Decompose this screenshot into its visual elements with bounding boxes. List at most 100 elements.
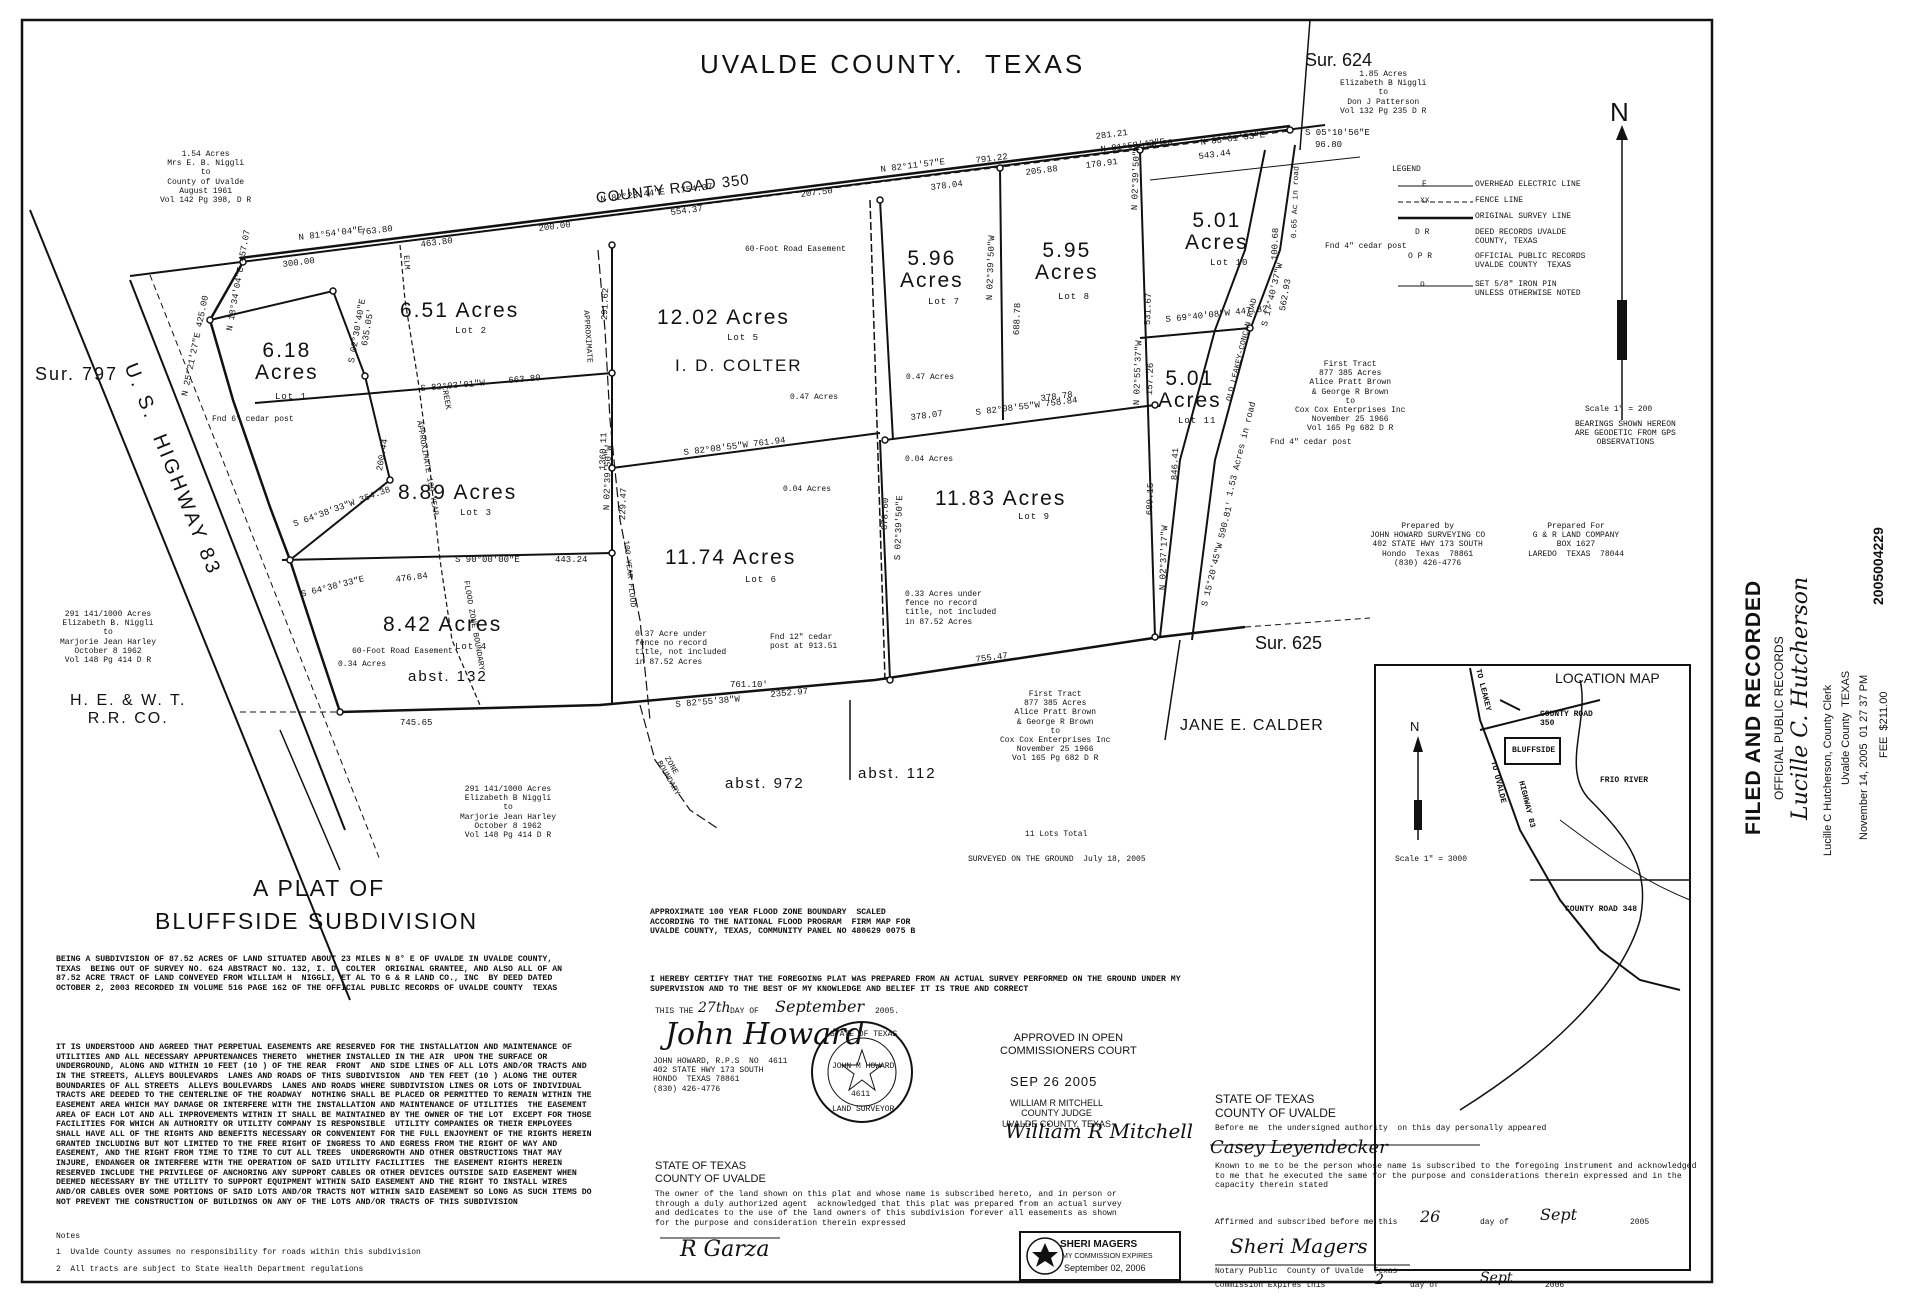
niggli-topright-tract: 1.85 Acres Elizabeth B Niggli to Don J P…	[1340, 70, 1427, 116]
fnd-6-cedar-post: Fnd 6" cedar post	[212, 415, 294, 424]
lot2-lot3-line	[254, 372, 613, 404]
affirmed-day: 26	[1420, 1207, 1441, 1226]
this-day-prefix: THIS THE	[655, 1007, 694, 1016]
recording-county: Uvalde County TEXAS	[1840, 670, 1852, 785]
first-tract-bottom: First Tract 877 385 Acres Alice Pratt Br…	[1000, 690, 1111, 764]
niggli-left-tract: 291 141/1000 Acres Elizabeth B. Niggli t…	[60, 610, 157, 665]
flood-note: APPROXIMATE 100 YEAR FLOOD ZONE BOUNDARY…	[650, 908, 921, 937]
notes-title: Notes	[56, 1232, 81, 1241]
prepared-for: Prepared For G & R LAND COMPANY BOX 1627…	[1528, 522, 1625, 559]
lot5-lot6-line	[611, 432, 881, 469]
north-arrow	[1616, 125, 1628, 420]
notary-known-text: Known to me to be the person whose name …	[1215, 1162, 1702, 1191]
lot5-lot7-line	[879, 199, 894, 441]
lot2-acres: 6.51 Acres	[400, 299, 520, 322]
bearing-label: 443.24	[555, 555, 588, 565]
lot3-label: Lot 3	[460, 508, 493, 518]
fence-037-note: 0.37 Acre under fence no record title, n…	[635, 630, 727, 667]
lot10-acres: 5.01 Acres	[1185, 209, 1249, 255]
survey-line-southwest	[279, 729, 341, 871]
location-map-north: N	[1410, 719, 1420, 734]
legend-symbol: E	[1422, 180, 1427, 189]
fnd-4-cedar-post-bottom: Fnd 4" cedar post	[1270, 438, 1352, 447]
recording-fee: FEE $211.00	[1878, 691, 1890, 758]
fnd-12-cedar-post: Fnd 12" cedar post at 913.51	[770, 633, 838, 652]
court-approved: APPROVED IN OPEN COMMISSIONERS COURT	[1000, 1032, 1137, 1057]
acres-004-left: 0.04 Acres	[783, 485, 832, 494]
lot11-label: Lot 11	[1178, 416, 1217, 426]
location-map-bluffside: BLUFFSIDE	[1512, 746, 1556, 755]
survey-797-label: Sur. 797	[35, 364, 119, 384]
affirmed-mid: day of	[1480, 1218, 1509, 1227]
official-public-records: OFFICIAL PUBLIC RECORDS	[1772, 636, 1786, 800]
county-judge: WILLIAM R MITCHELL COUNTY JUDGE UVALDE C…	[1002, 1098, 1112, 1129]
highway-83-east-line	[129, 279, 346, 831]
road-easement-top: 60-Foot Road Easement	[745, 245, 846, 254]
lot1-label: Lot 1	[275, 392, 308, 402]
legend-item: ORIGINAL SURVEY LINE	[1475, 212, 1572, 221]
notary-stamp-line2: MY COMMISSION EXPIRES	[1062, 1253, 1153, 1260]
seal-number-text: 4611	[851, 1090, 871, 1099]
abst-112-label: abst. 112	[858, 765, 937, 782]
lot7-acres: 5.96 Acres	[900, 247, 964, 293]
surveyor-certify: I HEREBY CERTIFY THAT THE FOREGOING PLAT…	[650, 975, 1186, 994]
colter-label: I. D. COLTER	[675, 356, 803, 375]
abst-972-label: abst. 972	[725, 775, 805, 792]
lot6-label: Lot 6	[745, 575, 778, 585]
survey-line-625	[1164, 639, 1181, 741]
legend-item: DEED RECORDS UVALDE COUNTY, TEXAS	[1475, 228, 1567, 247]
lot3-acres: 8.89 Acres	[398, 481, 518, 504]
expires-day: 2	[1375, 1272, 1384, 1288]
legend-item: SET 5/8" IRON PIN UNLESS OTHERWISE NOTED	[1475, 280, 1581, 299]
lot1-east-line	[209, 289, 391, 481]
bearing-label: 157.26	[1145, 362, 1157, 396]
note-item: 1 Uvalde County assumes no responsibilit…	[56, 1248, 421, 1257]
acres-047-left: 0.47 Acres	[790, 393, 839, 402]
survey-line-top	[129, 124, 1326, 277]
bearing-label: 745.65	[400, 718, 433, 728]
seal-bottom-text: LAND SURVEYOR	[832, 1105, 895, 1114]
expires-prefix: Commission Expires this	[1215, 1281, 1326, 1290]
legend-title: LEGEND	[1392, 165, 1421, 174]
surveyor-seal	[811, 1021, 913, 1123]
note-item: 2 All tracts are subject to State Health…	[56, 1265, 364, 1274]
legend-symbol: D R	[1415, 228, 1430, 237]
bearing-label: 96.80	[1315, 140, 1343, 150]
fence-line-top	[239, 130, 1291, 263]
notary-before: Before me the undersigned authority on t…	[1215, 1124, 1547, 1133]
lot8-lot10-line	[1139, 149, 1156, 638]
legend-symbol: xx	[1420, 196, 1430, 205]
legend-item: FENCE LINE	[1475, 196, 1524, 205]
expires-year: 2006	[1545, 1281, 1565, 1290]
easement-paragraph: IT IS UNDERSTOOD AND AGREED THAT PERPETU…	[56, 1043, 597, 1207]
survey-line-624	[1299, 19, 1311, 151]
road-easement-line-a	[869, 199, 886, 681]
this-day-year: 2005.	[875, 1007, 900, 1016]
affirmed-prefix: Affirmed and subscribed before me this	[1215, 1218, 1398, 1227]
notary-stamp-name: SHERI MAGERS	[1060, 1239, 1138, 1250]
this-day-day: 27th	[698, 1000, 731, 1016]
filed-recorded-stamp: FILED AND RECORDED	[1742, 579, 1765, 835]
bearing-label: 846.41	[1170, 447, 1182, 481]
notary-state: STATE OF TEXAS COUNTY OF UVALDE	[1215, 1092, 1336, 1120]
elm-label: ELM	[401, 255, 412, 270]
notary-signature: Sheri Magers	[1230, 1234, 1368, 1258]
location-map-frio: FRIO RIVER	[1600, 776, 1649, 785]
this-day-mid: DAY OF	[730, 1007, 759, 1016]
niggli-top-tract: 1.54 Acres Mrs E. B. Niggli to County of…	[160, 150, 252, 205]
notary-title: Notary Public County of Uvalde Texas	[1215, 1267, 1398, 1276]
bearings-note: BEARINGS SHOWN HEREON ARE GEODETIC FROM …	[1575, 420, 1676, 448]
flood-zone-tail	[639, 704, 721, 831]
abst-132-label: abst. 132	[408, 668, 488, 685]
survey-625-label: Sur. 625	[1255, 633, 1323, 653]
location-map-graphic	[1374, 664, 1691, 1271]
bearing-label: 688.78	[1012, 302, 1024, 336]
boundary-south	[339, 625, 1246, 714]
lot9-label: Lot 9	[1018, 512, 1051, 522]
document-number: 2005004229	[1870, 527, 1886, 605]
old-leakey-road-west	[1159, 149, 1266, 638]
acres-004-right: 0.04 Acres	[905, 455, 954, 464]
legend-item: OFFICIAL PUBLIC RECORDS UVALDE COUNTY TE…	[1475, 252, 1586, 271]
county-title: UVALDE COUNTY. TEXAS	[700, 49, 1086, 79]
lot1-acres: 6.18 Acres	[255, 339, 319, 385]
